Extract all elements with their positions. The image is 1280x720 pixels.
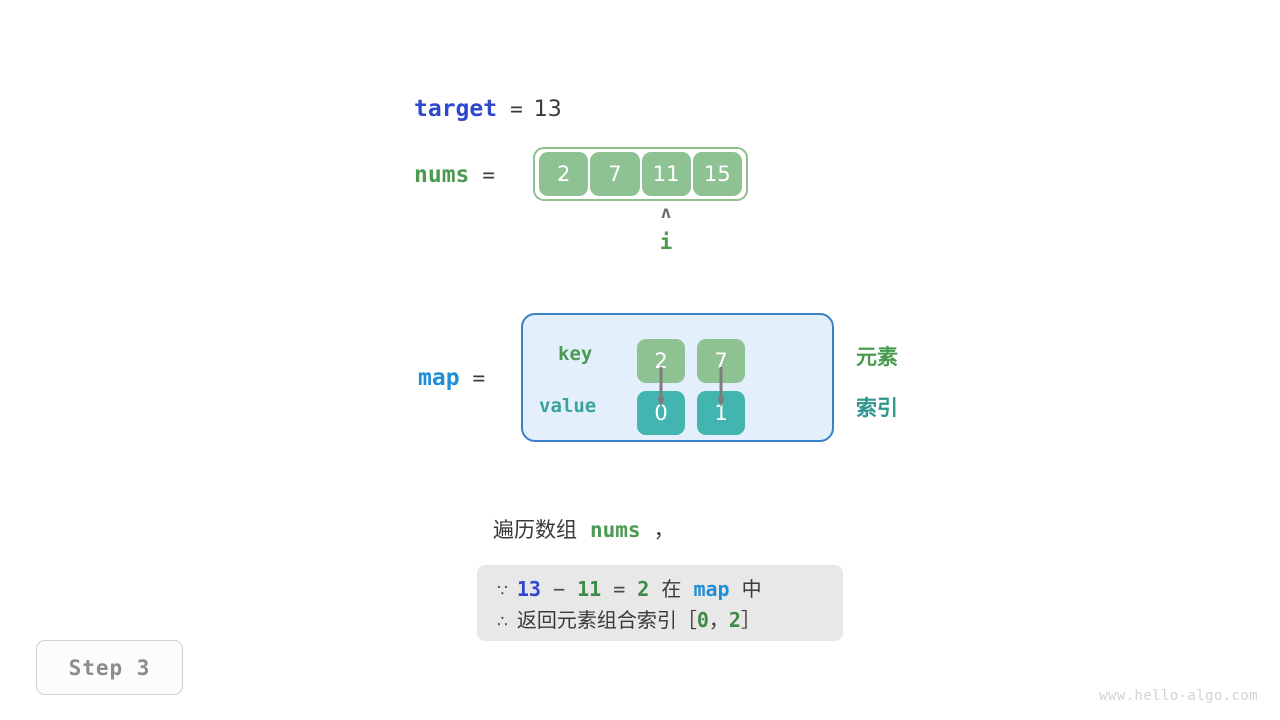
conclusion-map-keyword: map [693,577,730,601]
caption-line: 遍历数组 nums ， [493,514,675,544]
step-badge-label: Step 3 [68,655,151,680]
result-index-1: 2 [728,608,741,632]
caption-suffix: ， [653,518,675,542]
nums-declaration: nums = [414,158,506,192]
target-declaration: target = 13 [414,92,562,126]
watermark: www.hello-algo.com [1099,688,1258,704]
conclusion-minus-operator: − [552,577,566,601]
map-entry-0-key: 2 [637,339,685,383]
conclusion-target-value: 13 [516,577,541,601]
target-variable-name: target [414,96,498,122]
map-equals-sign: = [472,366,486,390]
nums-cell-1: 7 [590,152,640,196]
nums-array: 2 7 11 15 [533,147,748,201]
result-bracket-open: ［ [676,608,697,632]
map-variable-name: map [418,365,460,391]
caption-code: nums [590,518,641,542]
conclusion-tail-word: 中 [741,577,762,601]
result-index-0: 0 [696,608,709,632]
index-pointer: ʌ i [634,205,698,257]
conclusion-box: ∵ 13 − 11 = 2 在 map 中 ∴ 返回元素组合索引 ［ 0 ， 2… [477,565,843,641]
conclusion-current-value: 11 [577,577,602,601]
result-bracket-close: ］ [740,608,761,632]
map-entry-1: 7 1 [697,339,745,435]
nums-cell-3: 15 [692,152,742,196]
caret-up-icon: ʌ [660,203,672,223]
target-equals-sign: = [510,97,523,121]
conclusion-line-2: ∴ 返回元素组合索引 ［ 0 ， 2 ］ [497,604,823,635]
side-label-index: 索引 [856,396,898,420]
nums-equals-sign: = [482,163,496,187]
because-symbol: ∵ [497,581,508,601]
map-declaration: map = [418,361,496,395]
index-pointer-label: i [659,230,673,254]
side-label-element: 元素 [856,345,898,369]
conclusion-equals-operator: = [613,577,626,601]
map-entry-1-value: 1 [697,391,745,435]
nums-cell-2: 11 [641,152,691,196]
therefore-symbol: ∴ [497,612,508,632]
target-value: 13 [533,96,562,122]
map-entry-1-key: 7 [697,339,745,383]
conclusion-in-word: 在 [661,577,682,601]
conclusion-line-1: ∵ 13 − 11 = 2 在 map 中 [497,573,823,604]
result-comma: ， [708,608,729,632]
conclusion-return-text: 返回元素组合索引 [516,608,677,632]
nums-variable-name: nums [414,162,470,188]
map-entry-0-value: 0 [637,391,685,435]
caption-prefix: 遍历数组 [493,518,577,542]
nums-cell-0: 2 [539,152,589,196]
map-entry-0: 2 0 [637,339,685,435]
map-value-row-label: value [539,395,597,417]
conclusion-complement-value: 2 [637,577,650,601]
hash-map-panel: key value 2 0 7 1 [521,313,834,442]
step-badge: Step 3 [36,640,183,695]
map-key-row-label: key [558,343,593,365]
